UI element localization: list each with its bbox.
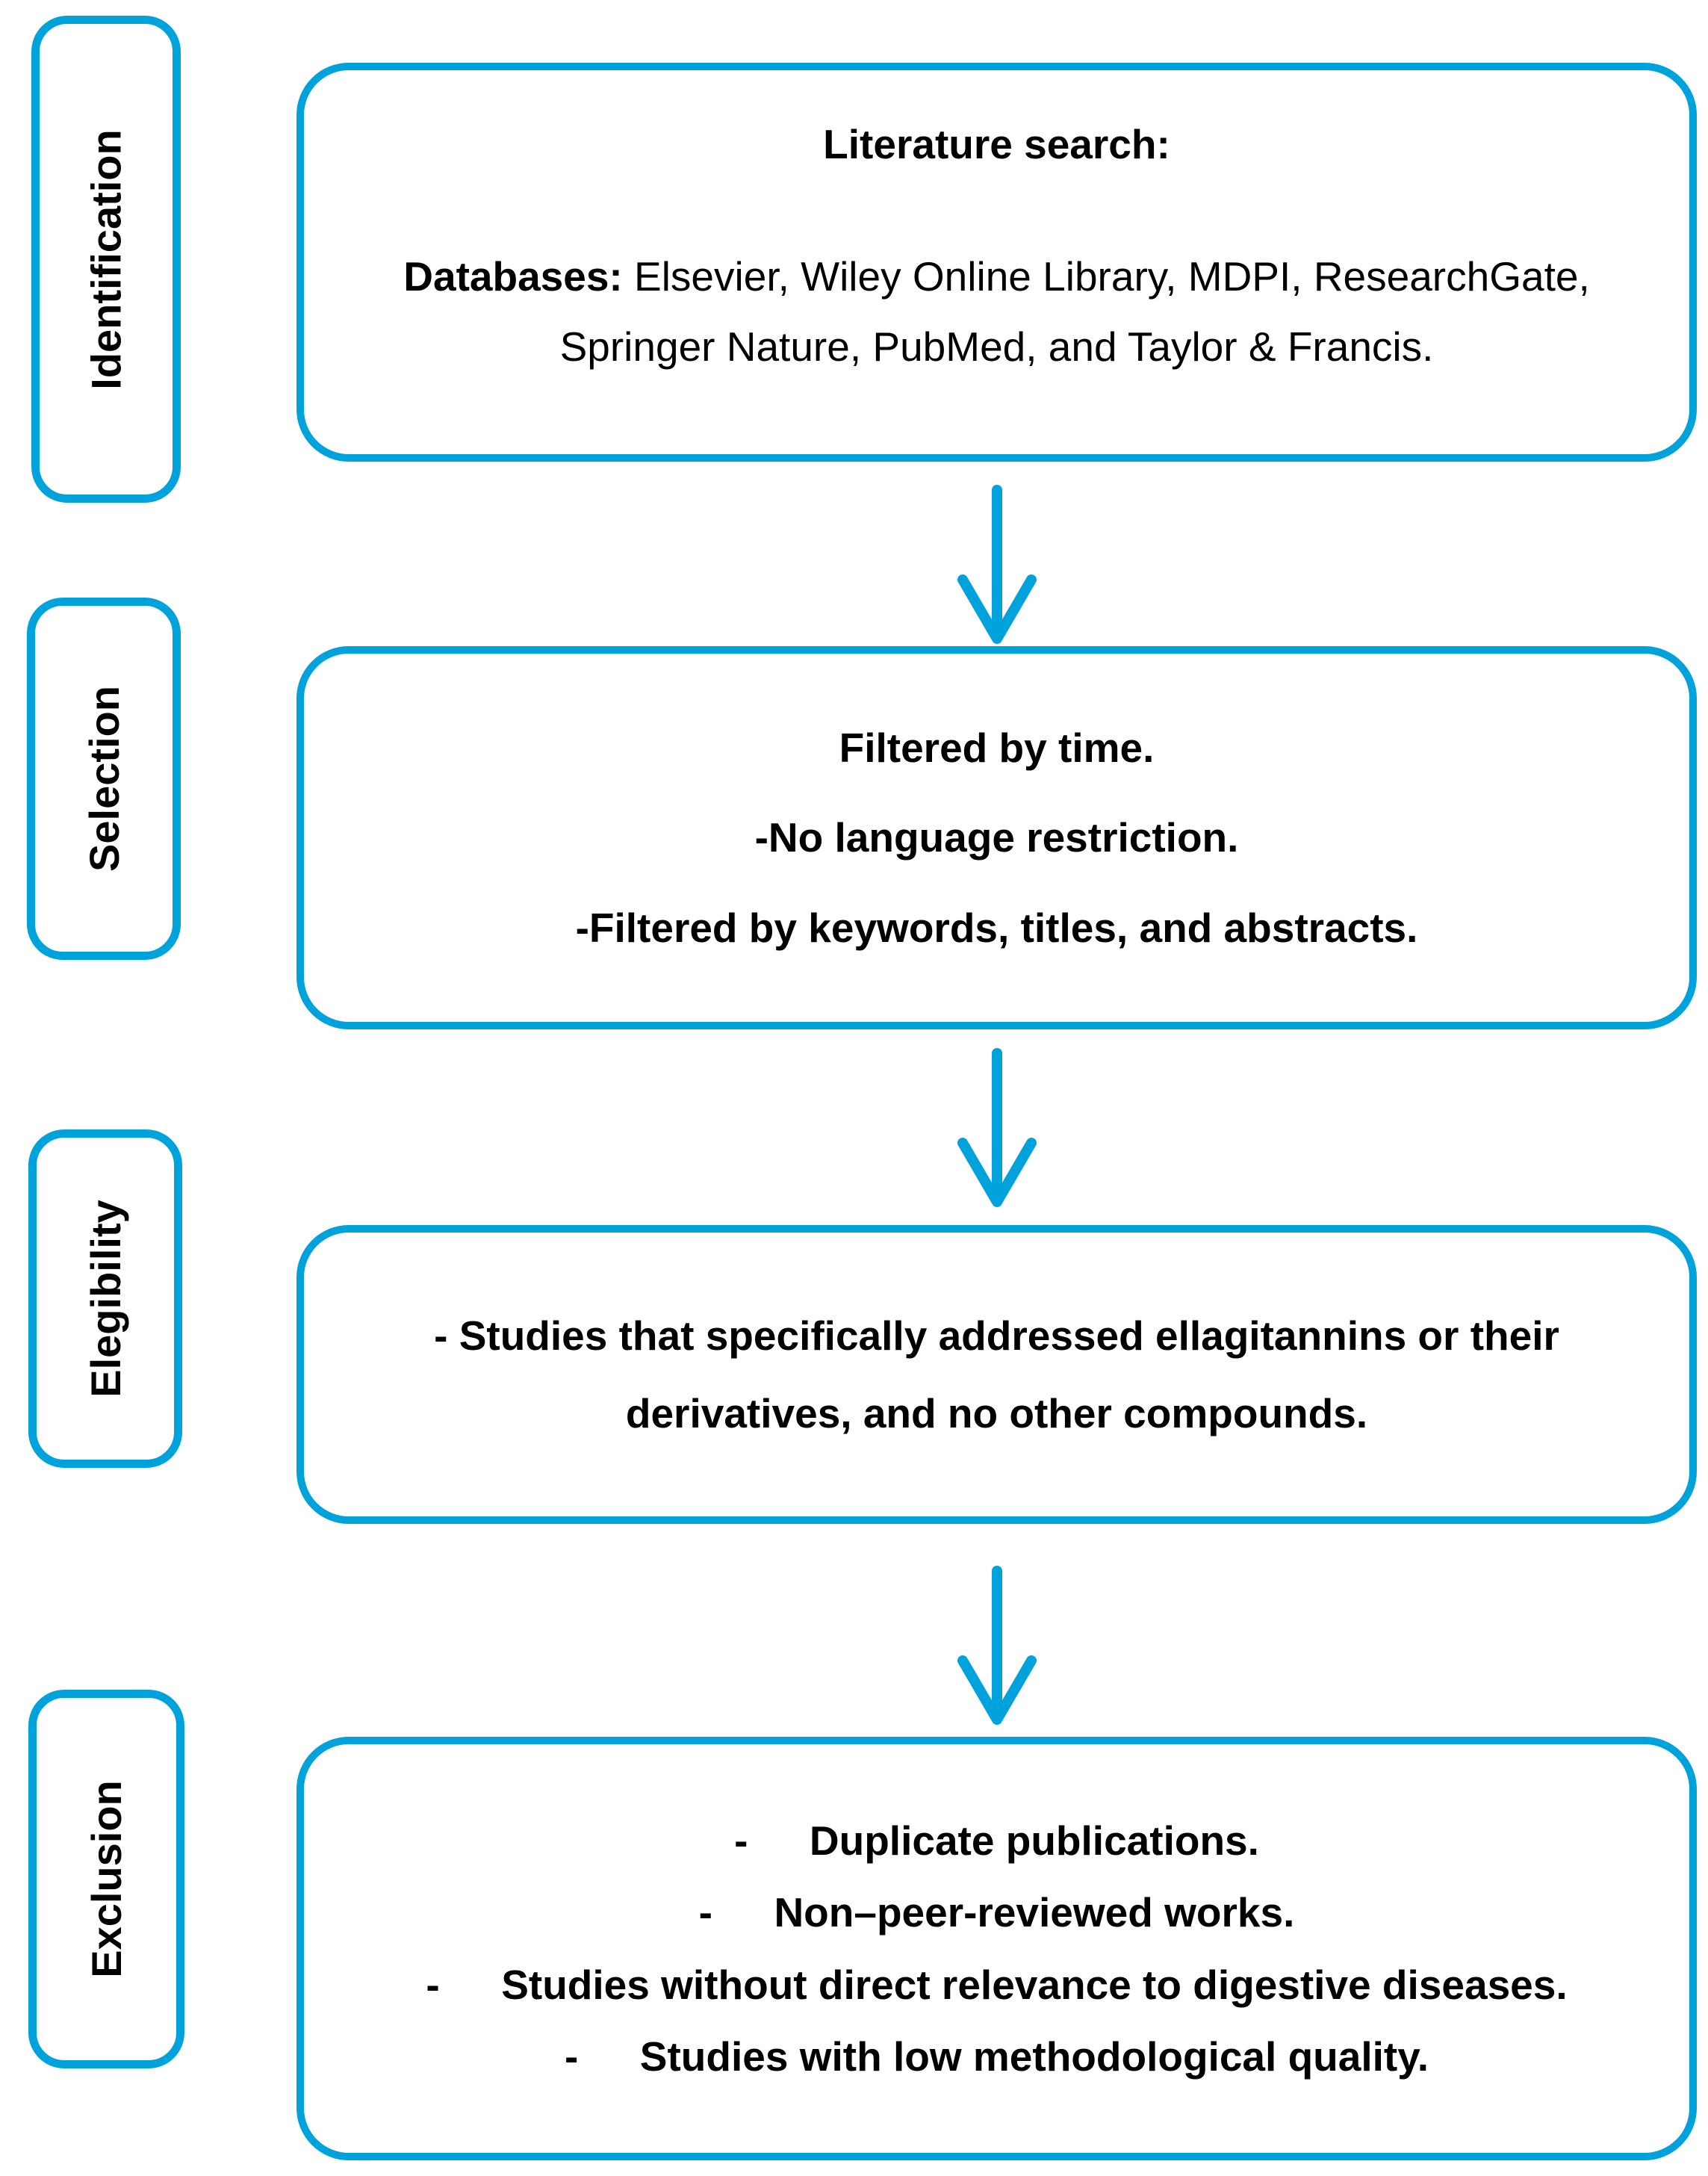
down-arrow-icon xyxy=(957,1048,1037,1207)
selection-line: Filtered by time. xyxy=(839,724,1155,771)
stage-label-identification-text: Identification xyxy=(82,128,130,390)
flow-box-selection-filters: Filtered by time. -No language restricti… xyxy=(296,646,1697,1029)
exclusion-item: - Studies without direct relevance to di… xyxy=(426,1961,1568,2008)
flow-box-literature-search: Literature search: Databases: Elsevier, … xyxy=(296,63,1697,462)
selection-line: -No language restriction. xyxy=(754,814,1239,861)
stage-label-selection: Selection xyxy=(27,598,181,960)
stage-label-eligibility: Elegibility xyxy=(28,1129,182,1468)
stage-label-eligibility-text: Elegibility xyxy=(81,1200,129,1398)
exclusion-item: - Non–peer-reviewed works. xyxy=(698,1889,1295,1936)
databases-list: Elsevier, Wiley Online Library, MDPI, Re… xyxy=(559,252,1590,371)
databases-lead: Databases: xyxy=(403,252,623,300)
stage-label-selection-text: Selection xyxy=(80,686,128,872)
down-arrow-icon xyxy=(957,485,1037,644)
exclusion-item: - Duplicate publications. xyxy=(734,1817,1259,1864)
eligibility-line: - Studies that specifically addressed el… xyxy=(434,1312,1559,1437)
stage-label-identification: Identification xyxy=(31,16,181,503)
stage-label-exclusion-text: Exclusion xyxy=(83,1780,130,1978)
flow-box-exclusion-criteria: - Duplicate publications. - Non–peer-rev… xyxy=(296,1737,1697,2160)
databases-paragraph: Databases: Elsevier, Wiley Online Librar… xyxy=(385,241,1609,382)
stage-label-exclusion: Exclusion xyxy=(28,1690,184,2068)
literature-search-title: Literature search: xyxy=(823,121,1170,167)
selection-line: -Filtered by keywords, titles, and abstr… xyxy=(575,904,1418,951)
flow-box-eligibility-criteria: - Studies that specifically addressed el… xyxy=(296,1225,1697,1524)
down-arrow-icon xyxy=(957,1566,1037,1725)
exclusion-item: - Studies with low methodological qualit… xyxy=(564,2033,1429,2080)
